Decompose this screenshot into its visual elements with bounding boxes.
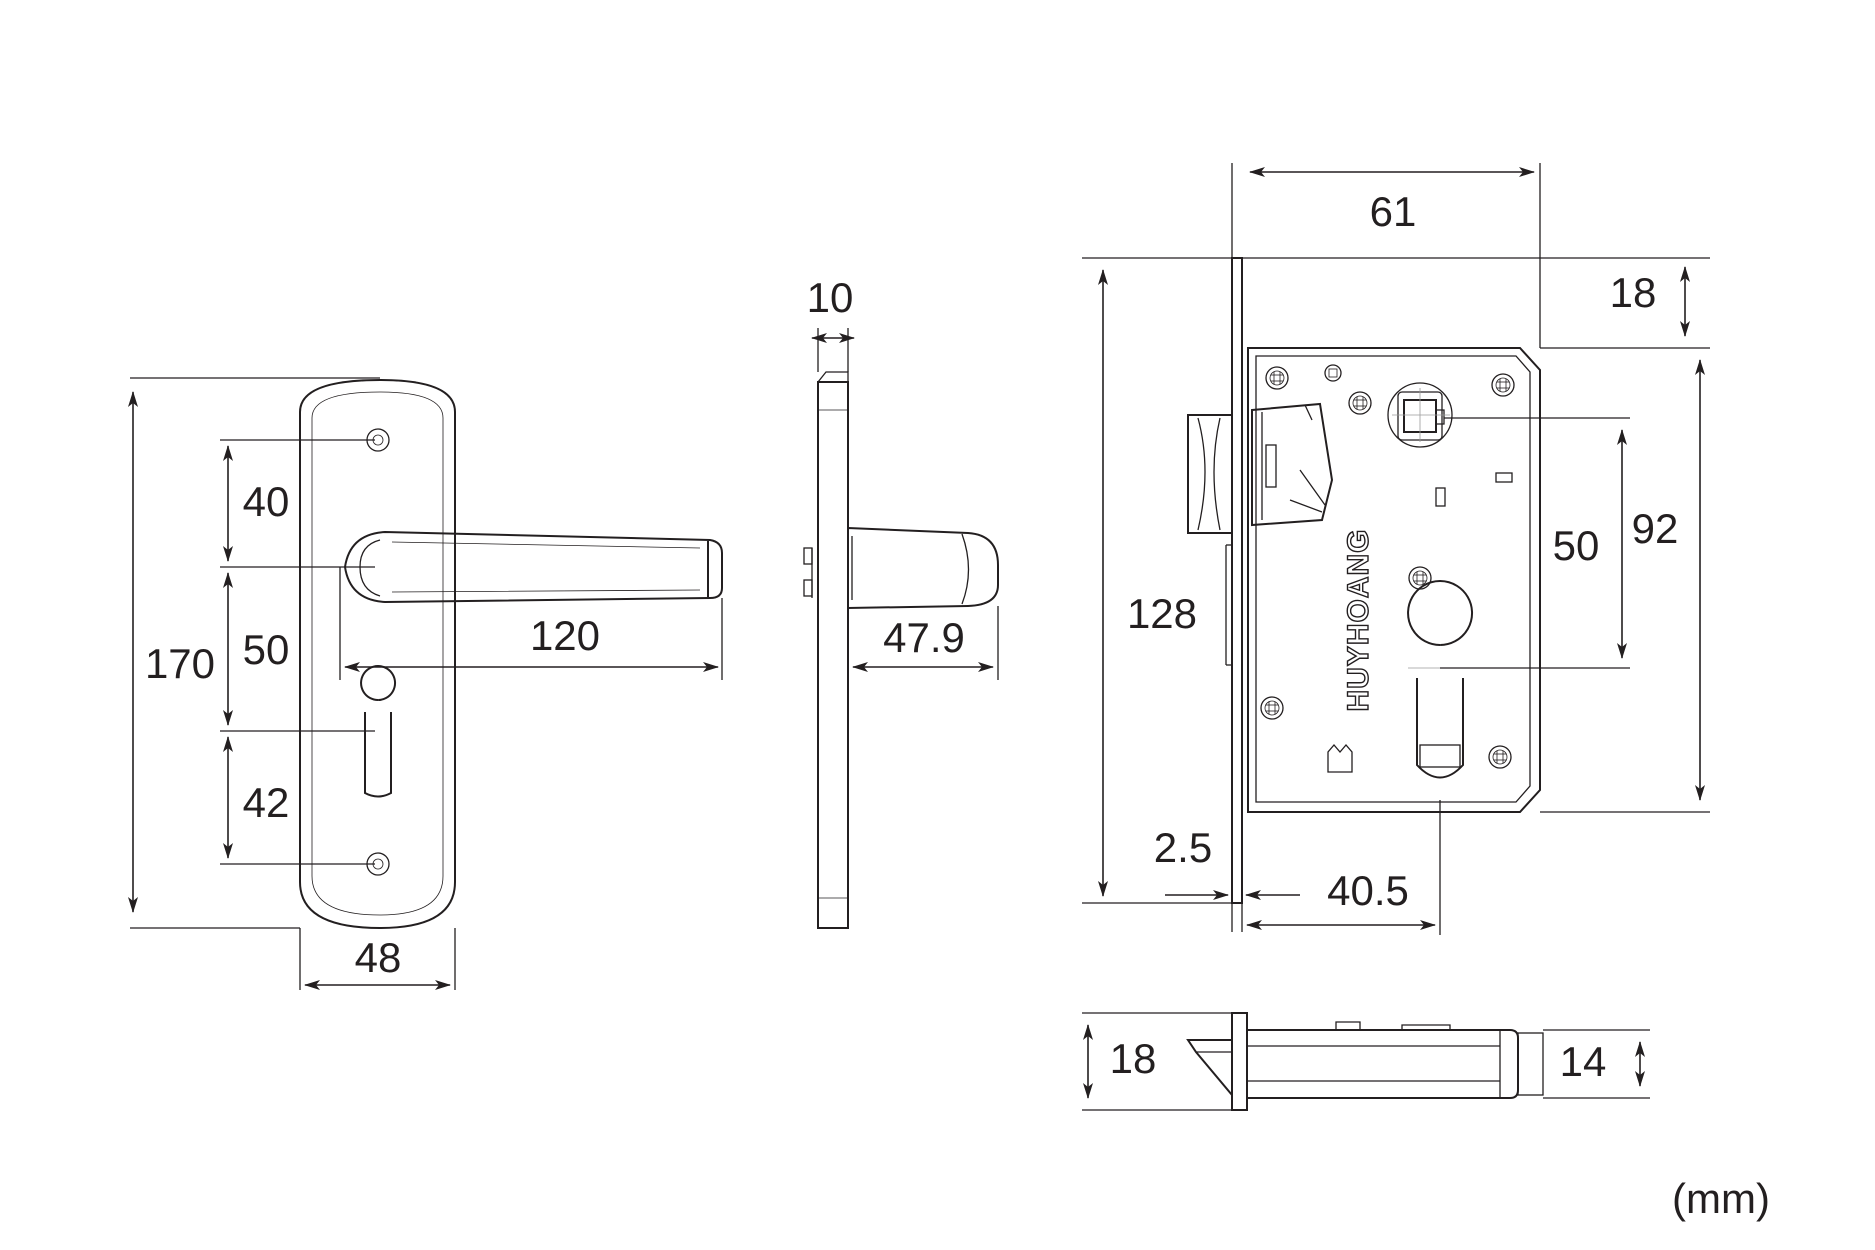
dim-top-to-lever: 40 [243, 478, 290, 525]
lock-bottom-dimensions: 18 14 [1082, 1012, 1650, 1111]
unit-label: (mm) [1672, 1175, 1770, 1222]
dim-faceplate-width: 18 [1110, 1035, 1157, 1082]
dim-plate-thickness: 10 [807, 274, 854, 321]
handle-front-view [299, 378, 723, 930]
dim-faceplate-height: 128 [1127, 590, 1197, 637]
handle-side-view [803, 371, 999, 929]
dim-lever-to-keyhole: 50 [243, 626, 290, 673]
handle-side-dimensions: 10 47.9 [807, 274, 999, 680]
dim-body-thickness: 14 [1560, 1038, 1607, 1085]
dim-keyhole-to-screw: 42 [243, 779, 290, 826]
dim-handle-width: 48 [355, 934, 402, 981]
handle-front-dimensions: 170 40 50 42 120 48 [128, 377, 723, 990]
lock-bottom-view [1186, 1012, 1544, 1111]
brand-text: HUYHOANG [1342, 528, 1375, 711]
dim-lock-depth: 61 [1370, 188, 1417, 235]
dim-lever-length: 120 [530, 612, 600, 659]
dim-handle-height: 170 [145, 640, 215, 687]
dim-center-distance: 50 [1553, 522, 1600, 569]
dim-case-height: 92 [1632, 505, 1679, 552]
lock-body-dimensions: 61 18 128 92 50 2.5 40.5 [1082, 163, 1710, 935]
dim-backset: 40.5 [1327, 867, 1409, 914]
dim-faceplate-thickness: 2.5 [1154, 824, 1212, 871]
dim-top-offset: 18 [1610, 269, 1657, 316]
lock-body-view: HUYHOANG [1187, 257, 1541, 904]
dim-lever-projection: 47.9 [883, 614, 965, 661]
